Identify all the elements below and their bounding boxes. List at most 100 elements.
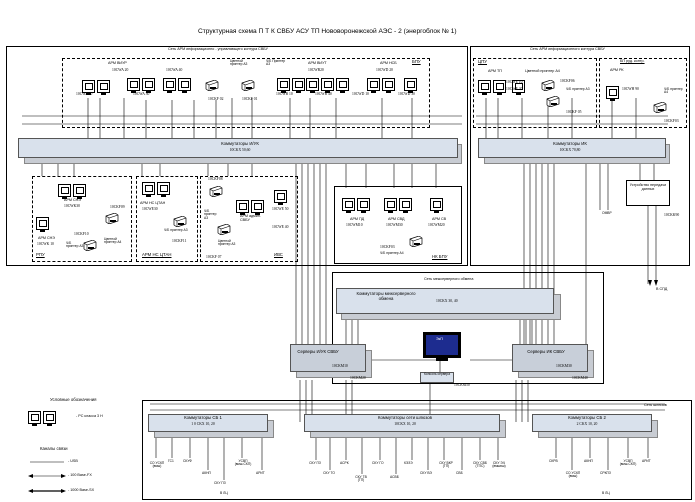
cpu-label: ЦПУ xyxy=(478,59,487,64)
gw-label-r0: СКРВ xyxy=(549,459,558,463)
gw-label-m7: СКУ ВЭ xyxy=(420,471,432,475)
pc-cwb40[interactable] xyxy=(321,78,334,93)
legend-pc-icon xyxy=(28,411,41,426)
iuk-switch-id: 10CKX 50,60 xyxy=(229,148,251,152)
diagram-title: Структурная схема П Т К СВБУ АСУ ТП Ново… xyxy=(198,28,457,35)
printer-bw-a3-icon xyxy=(241,80,255,91)
data-transfer-device xyxy=(626,180,670,206)
rpu-group xyxy=(32,176,132,262)
pc-cwa40[interactable] xyxy=(163,78,176,93)
ik-switch xyxy=(478,138,666,158)
pc-cwe40[interactable] xyxy=(274,190,287,205)
pc-cwb10[interactable] xyxy=(277,78,290,93)
bw-a4-label: Ч/Б принтер А4 xyxy=(664,87,683,95)
pc-cwa40b[interactable] xyxy=(178,78,191,93)
ckf06-label: 10CKF06 xyxy=(560,79,575,83)
cwe30-label: 10CWE30 xyxy=(142,207,158,211)
sb2-label: Коммутаторы СБ 2 xyxy=(568,415,606,420)
gw-label-l4: СКУ ПЗ xyxy=(214,481,226,485)
pc-cwa20b[interactable] xyxy=(142,78,155,93)
printer-color-ivs-icon xyxy=(217,224,231,235)
cwb40-label: 10CWB 40 xyxy=(315,92,332,96)
pc-cwa10b[interactable] xyxy=(97,80,110,95)
bpu-ik-group xyxy=(599,58,687,128)
cwa10-label: 10CWA 10 xyxy=(76,92,93,96)
gw-center-label: Коммутаторы сети шлюзов xyxy=(378,415,432,420)
pc-cwm30b[interactable] xyxy=(399,198,412,213)
inter-switch xyxy=(336,288,554,314)
rpu-label: РПУ xyxy=(36,252,45,257)
gw-bottom-lc2: В ЛЦ xyxy=(602,491,610,495)
pc-cwm30[interactable] xyxy=(384,198,397,213)
pc-cwb40b[interactable] xyxy=(336,78,349,93)
arm-viut-label: АРМ ВИУТ xyxy=(308,61,327,65)
bpu-label: БПУ xyxy=(412,59,421,64)
pc-cwe10b[interactable] xyxy=(493,80,506,95)
legend-sx: - 1000 Base-SX xyxy=(68,488,95,492)
printer-a3-color-label: Цветной принтер А3 xyxy=(230,59,248,67)
bw-a3-ivs-label: Ч/Б принтер А3 xyxy=(204,209,217,220)
gw-label-l2: СКУФ xyxy=(183,459,192,463)
pc-cwe20[interactable] xyxy=(512,80,525,95)
pc-cwb20[interactable] xyxy=(306,78,319,93)
nk-bpu-group xyxy=(334,186,462,264)
color-a4-label: Цветной принтер А4 xyxy=(525,69,560,73)
iuk-server-label: Серверы И/УК СВБУ xyxy=(297,349,339,354)
gw-label-m1: СКУ ТО xyxy=(323,471,335,475)
gw-label-m8: СКУ ВКР (ТП) xyxy=(439,461,453,469)
pc-cwe10[interactable] xyxy=(478,80,491,95)
pc-cwk30[interactable] xyxy=(58,184,71,199)
pc-cwm20[interactable] xyxy=(430,198,443,213)
pc-cwb10b[interactable] xyxy=(292,78,305,93)
pc-cwa10[interactable] xyxy=(82,80,95,95)
bpu-group xyxy=(62,58,430,128)
cpu-group xyxy=(473,58,597,128)
gateway-label: Сеть шлюзов xyxy=(644,403,667,407)
bw-a3-rpu-label: Ч/Б принтер А3 xyxy=(66,241,84,249)
legend-title: Условные обозначения xyxy=(50,397,97,402)
arm-sne2-label: АРМ СНЭ xyxy=(38,236,55,240)
pc-cwd30[interactable] xyxy=(404,78,417,93)
iuk-switch xyxy=(18,138,458,158)
cwm30-label: 10CWM30 xyxy=(386,223,403,227)
printer-bw-a4-icon xyxy=(653,102,667,113)
gw-label-l1: ГС1 xyxy=(168,459,174,463)
pc-cwm10b[interactable] xyxy=(357,198,370,213)
color-ivs-label: Цветной принтер А3 xyxy=(218,239,236,247)
cwb10-label: 10CWB 10 xyxy=(276,92,293,96)
arm-rk-label: АРМ РК xyxy=(610,68,624,72)
sb2-switch xyxy=(532,414,652,432)
pc-cwd20[interactable] xyxy=(382,78,395,93)
pc-cwk10[interactable] xyxy=(36,217,49,232)
cwd20-label: 10CWD 20 xyxy=(376,68,393,72)
iuk-server-id1: 10CKM10 xyxy=(332,364,348,368)
printer-bw-a4-nk-icon xyxy=(409,236,423,247)
pc-cwh90[interactable] xyxy=(606,86,619,101)
gw-label-m9: СВБ xyxy=(456,471,463,475)
ik-server-id1: 10CKM30 xyxy=(556,364,572,368)
ezp-stand xyxy=(436,358,448,361)
pc-cwd10[interactable] xyxy=(367,78,380,93)
legend-channels: Каналы связи xyxy=(40,446,68,451)
gw-label-l3: АКНП xyxy=(202,471,211,475)
arm-nsb-label: АРМ НСБ xyxy=(380,61,397,65)
pc-cwk30b[interactable] xyxy=(73,184,86,199)
pc-cwa20[interactable] xyxy=(127,78,140,93)
cwd10-label: 10CWD 10 xyxy=(352,92,369,96)
to-spd-label: В СПД xyxy=(656,287,668,291)
cwe10-label: 10CWE 10 xyxy=(506,80,523,84)
ivs-label: ИВС xyxy=(274,252,283,257)
pc-cwm10[interactable] xyxy=(342,198,355,213)
pc-cwe30[interactable] xyxy=(142,182,155,197)
pc-cwe30b[interactable] xyxy=(157,182,170,197)
ik-servers xyxy=(512,344,588,372)
gw-label-m10: СКУ СВБ (ТПС) xyxy=(472,461,488,469)
legend-usb: - USB xyxy=(68,459,78,463)
pc-cwe50[interactable] xyxy=(236,200,249,215)
arm-sv-label: АРМ СВ xyxy=(432,217,447,221)
pc-cwe50b[interactable] xyxy=(251,200,264,215)
bpu-ik-label: БП руд. контр. xyxy=(620,59,645,63)
gw-label-r1: СО УСКП (вмш) xyxy=(565,471,581,479)
gateway-zone xyxy=(142,400,692,500)
cwh90-label: 10CWH 90 xyxy=(622,87,639,91)
